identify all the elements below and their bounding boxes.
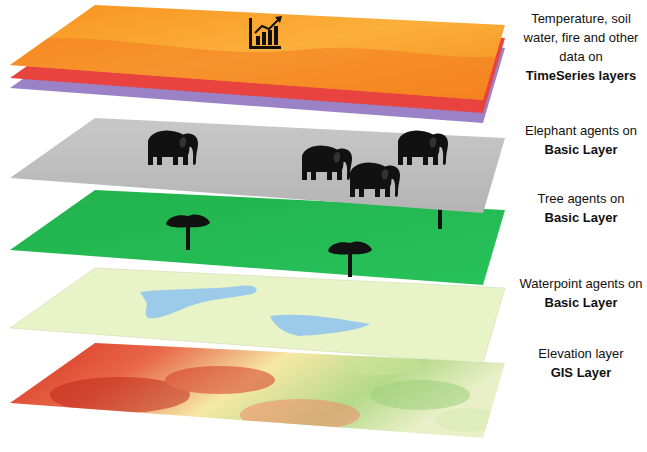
layer-description-label: Tree agents on: [517, 189, 645, 208]
chart-icon: [249, 16, 282, 49]
layer-description-label: Temperature, soil water, fire and other …: [517, 9, 645, 66]
layer-type-label: GIS Layer: [517, 363, 645, 382]
layer-description-label: Waterpoint agents on: [517, 274, 645, 293]
waterpoint-layer: [10, 268, 505, 363]
layer-type-label: Basic Layer: [517, 140, 645, 159]
elephant-layer: [10, 118, 505, 213]
elephant-icon: [302, 145, 352, 180]
tree-icon: [166, 214, 210, 250]
layer-type-label: Basic Layer: [517, 208, 645, 227]
tree-icon: [328, 241, 372, 277]
waterpoint-shape: [270, 315, 370, 336]
elephant-icon: [350, 162, 400, 197]
waterpoint-shape: [140, 286, 257, 319]
layer-type-label: TimeSeries layers: [517, 66, 645, 85]
layer-type-label: Basic Layer: [517, 293, 645, 312]
elephant-icon: [148, 130, 198, 165]
layer-description-label: Elevation layer: [517, 344, 645, 363]
elephant-icon: [398, 130, 448, 165]
layer-description-label: Elephant agents on: [517, 121, 645, 140]
